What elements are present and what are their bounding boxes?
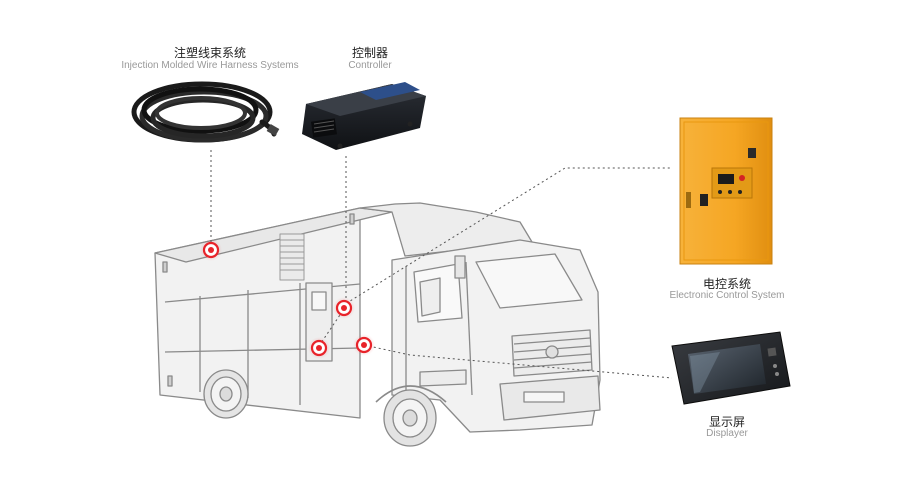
display-title-cn: 显示屏: [708, 415, 745, 429]
cab-mirror: [454, 255, 466, 279]
ecs-title-en: Electronic Control System: [669, 290, 785, 301]
cab-roof-fairing: [359, 202, 533, 257]
marker-display: [353, 334, 375, 356]
marker-controller: [333, 297, 355, 319]
marker-harness: [200, 239, 222, 261]
controller-title-cn: 控制器: [351, 46, 388, 60]
ecs-title-cn: 电控系统: [702, 277, 751, 291]
harness-title-cn: 注塑线束系统: [173, 46, 246, 60]
front-wheel: [383, 389, 437, 447]
displayer-image: [671, 331, 791, 405]
display-title-en: Displayer: [706, 428, 748, 439]
wire-harness-image: [131, 81, 280, 143]
controller-image: [302, 82, 426, 150]
truck-illustration: [154, 202, 601, 447]
marker-ecs: [308, 337, 330, 359]
harness-title-en: Injection Molded Wire Harness Systems: [121, 60, 299, 71]
cab-grille: [511, 329, 593, 377]
electronic-cabinet-image: [679, 117, 773, 265]
leader-display: [363, 344, 673, 379]
location-markers: [200, 239, 375, 359]
rear-wheel: [203, 369, 249, 419]
cab-windshield: [475, 253, 583, 309]
controller-title-en: Controller: [348, 60, 392, 71]
cargo-vent: [279, 233, 305, 281]
